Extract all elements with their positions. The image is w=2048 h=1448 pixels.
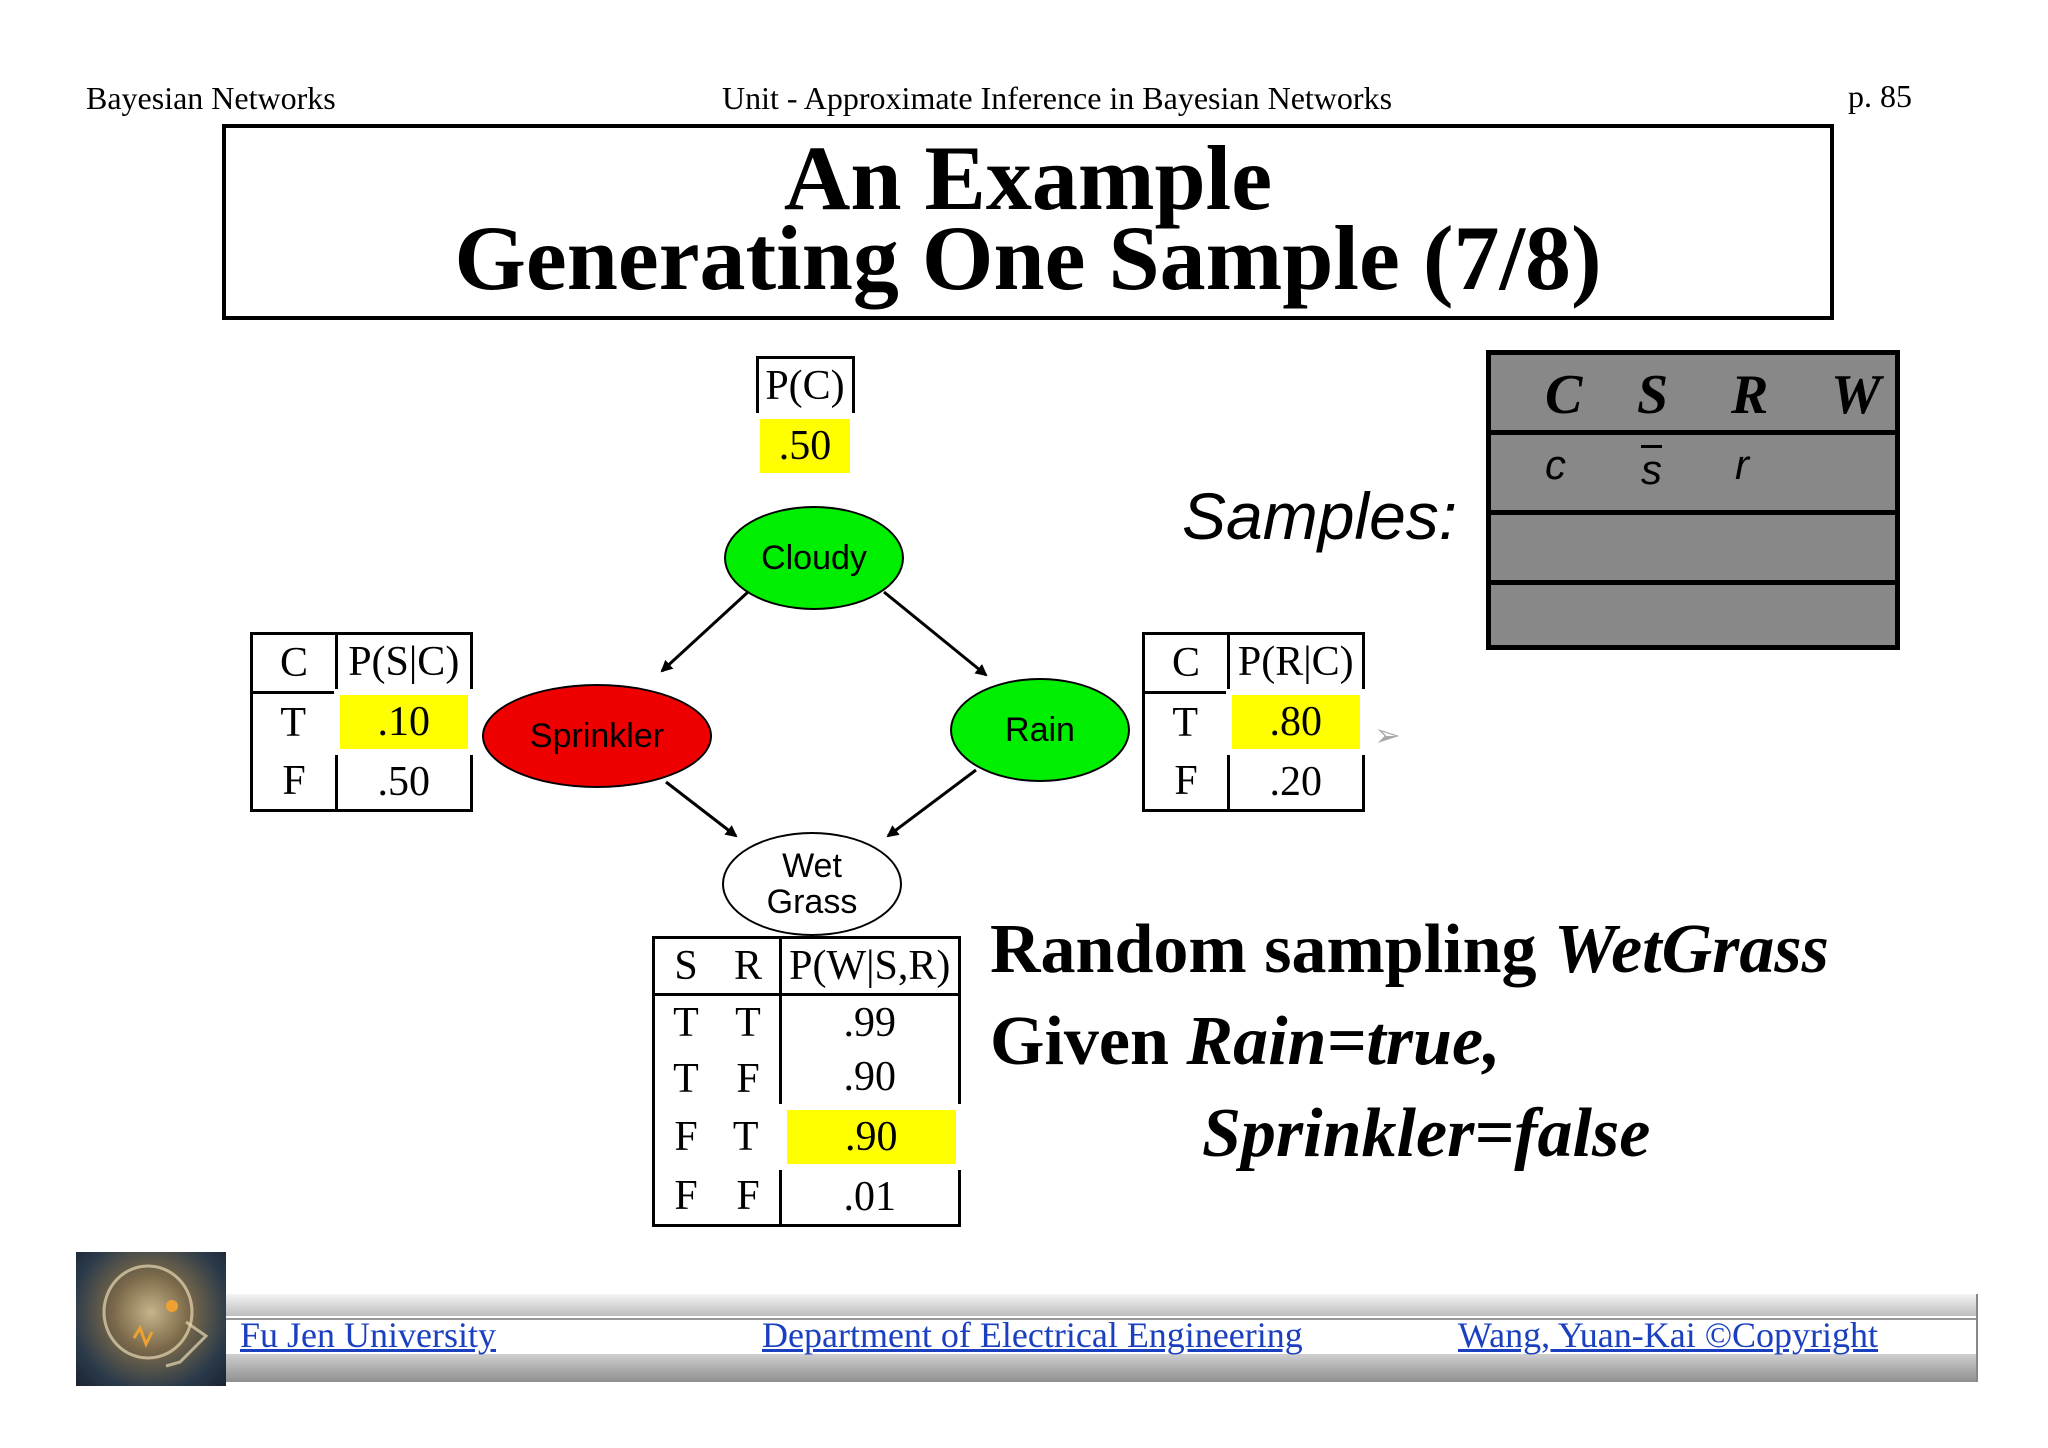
cpt-wetgrass-col2: R [717, 937, 782, 996]
cpt-sprinkler-cell: .50 [377, 759, 431, 805]
cpt-cloudy-value: .50 [754, 413, 856, 479]
sample-s-value: s [1641, 445, 1662, 493]
samples-header-r: R [1731, 364, 1769, 426]
description-line1-plain: Random sampling [990, 911, 1555, 988]
cpt-rain-col2: P(R|C) [1228, 633, 1363, 694]
sample-c-value: c [1545, 441, 1566, 488]
cpt-rain-cell: .20 [1269, 759, 1323, 805]
title-line1: An Example [783, 127, 1273, 229]
description-line3: Sprinkler=false [1202, 1088, 1650, 1180]
samples-header-w: W [1831, 364, 1881, 426]
description-line1: Random sampling WetGrass [990, 904, 1829, 996]
header-unit: Unit - Approximate Inference in Bayesian… [722, 80, 1393, 116]
description-line2-italic: Rain=true, [1186, 1003, 1501, 1080]
cpt-wetgrass-cell: F [717, 1050, 782, 1107]
title-box: An Example Generating One Sample (7/8) [222, 124, 1834, 320]
footer-author-link[interactable]: Wang, Yuan-Kai ©Copyright [1458, 1315, 1879, 1355]
edge-sprinkler-wetgrass [665, 780, 738, 838]
edge-cloudy-rain [883, 590, 988, 677]
cpt-rain: C P(R|C) T .80 F .20 [1142, 632, 1366, 812]
node-wet-grass-line2: Grass [766, 883, 858, 921]
sample-r-value: r [1735, 441, 1749, 488]
cpt-wetgrass-cell: .01 [843, 1174, 897, 1220]
cpt-rain-col1: C [1143, 633, 1230, 694]
cpt-sprinkler: C P(S|C) T .10 F .50 [250, 632, 474, 812]
header-page-number: p. 85 [1848, 78, 1912, 114]
node-sprinkler: Sprinkler [482, 684, 712, 788]
description-line1-italic: WetGrass [1554, 911, 1829, 988]
description-line2: Given Rain=true, [990, 996, 1501, 1088]
header-course: Bayesian Networks [86, 80, 336, 116]
cpt-wetgrass-cell: T [673, 1000, 699, 1046]
cpt-rain-cell: F [1143, 752, 1230, 811]
cpt-wetgrass-cell: F [717, 1167, 782, 1226]
cpt-wetgrass-col3: P(W|S,R) [780, 937, 959, 996]
cpt-wetgrass-cell: T [673, 1055, 699, 1102]
footer-bar-bottom [226, 1354, 1978, 1382]
samples-label: Samples: [1182, 479, 1458, 553]
cpt-wetgrass: S R P(W|S,R) T T .99 T F .90 F T .90 F F… [652, 936, 962, 1227]
skull-head-icon [102, 1264, 209, 1368]
cpt-wetgrass-cell: .99 [843, 1000, 897, 1046]
description-line2-plain: Given [990, 1003, 1187, 1080]
edge-cloudy-sprinkler [660, 590, 750, 673]
samples-table: C S R W c s r [1486, 350, 1900, 650]
footer-university-link[interactable]: Fu Jen University [240, 1315, 496, 1355]
samples-row-1: c s r [1491, 435, 1895, 515]
cpt-sprinkler-cell: F [251, 752, 338, 811]
footer-end-line [1976, 1294, 1978, 1382]
footer-department-link[interactable]: Department of Electrical Engineering [762, 1315, 1303, 1355]
cpt-wetgrass-col1: S [653, 937, 717, 996]
samples-header-s: S [1637, 364, 1669, 426]
cpt-sprinkler-cell: T [251, 692, 338, 752]
samples-row-2 [1491, 515, 1895, 585]
title-line2: Generating One Sample (7/8) [454, 207, 1602, 309]
samples-header-row: C S R W [1491, 355, 1895, 435]
cpt-wetgrass-cell: F [674, 1172, 698, 1219]
footer-bar-top [226, 1294, 1978, 1316]
cpt-rain-cell: .80 [1225, 689, 1366, 755]
cpt-sprinkler-col1: C [251, 633, 338, 694]
cpt-sprinkler-col2: P(S|C) [336, 633, 471, 694]
node-rain: Rain [950, 678, 1130, 782]
cpt-cloudy: P(C) .50 [754, 356, 856, 479]
cpt-wetgrass-cell: .90 [774, 1104, 962, 1170]
edge-rain-wetgrass [886, 768, 977, 838]
node-cloudy: Cloudy [724, 506, 904, 610]
cpt-wetgrass-cell: .90 [843, 1054, 897, 1100]
cpt-rain-cell: T [1143, 692, 1230, 752]
cpt-wetgrass-cell: F [674, 1114, 698, 1160]
cpt-wetgrass-cell: T [717, 994, 782, 1050]
university-logo [76, 1252, 226, 1386]
cpt-sprinkler-cell: .10 [333, 689, 474, 755]
description-line3-italic: Sprinkler=false [1202, 1095, 1651, 1172]
cpt-cloudy-header: P(C) [757, 357, 853, 418]
node-wet-grass: Wet Grass [722, 832, 902, 936]
samples-header-c: C [1545, 364, 1583, 426]
cursor-icon: ➢ [1374, 716, 1401, 754]
cpt-wetgrass-cell: T [717, 1107, 782, 1167]
node-wet-grass-line1: Wet [782, 847, 842, 885]
